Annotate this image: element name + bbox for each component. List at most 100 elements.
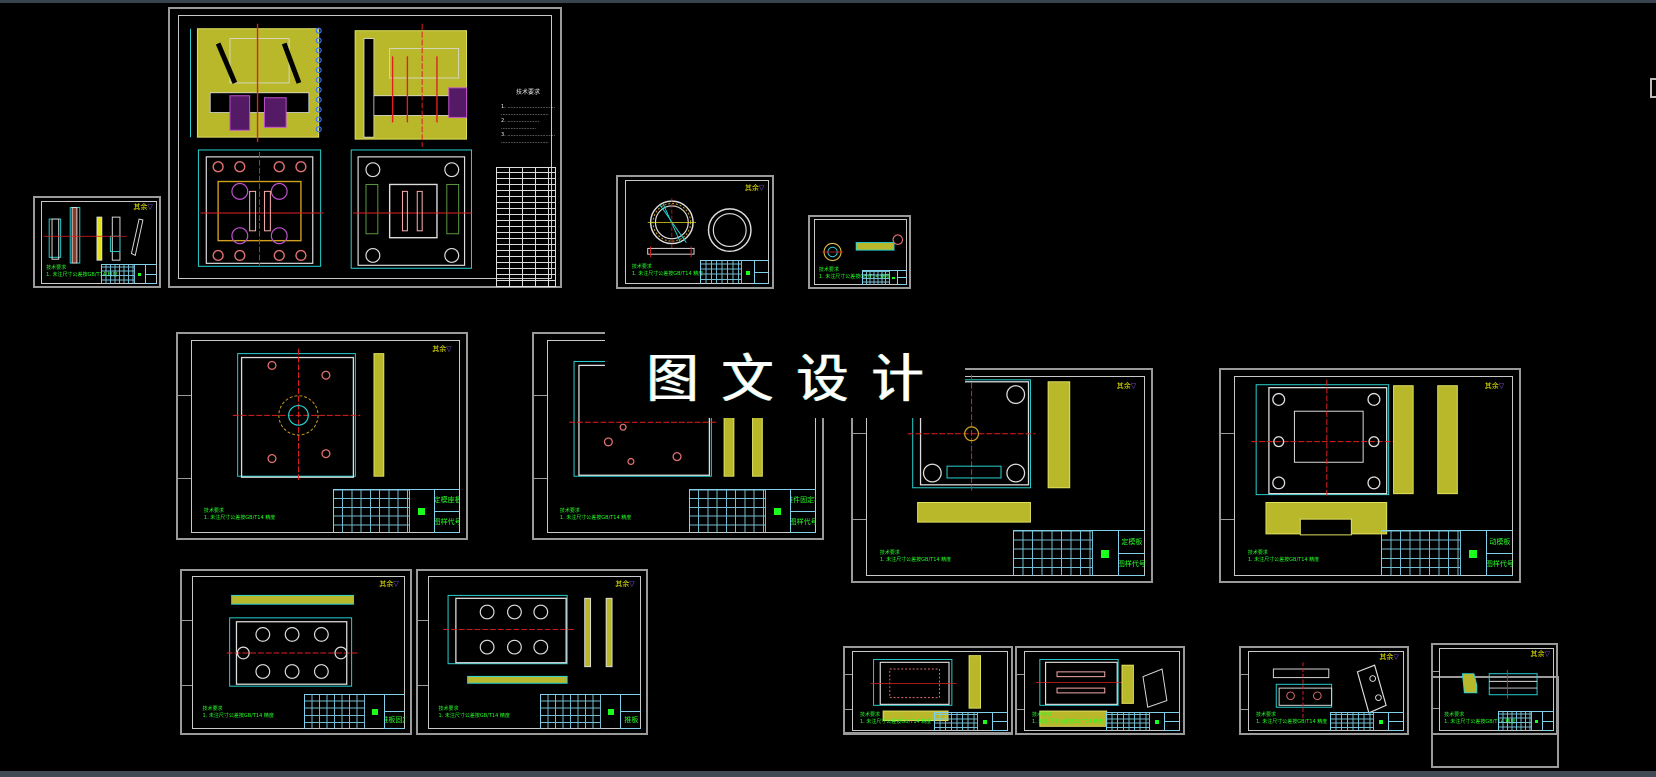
roughness-icon: ▽ (446, 345, 452, 354)
roughness-symbol: 其余▽ (745, 183, 764, 193)
tech-requirements-title: 技术要求 (516, 89, 541, 96)
sheet-inner-border (1248, 650, 1404, 731)
title-block-cell (1374, 713, 1390, 731)
tech-line: .............................. (501, 111, 549, 117)
tech-line: 2. .................... (501, 118, 540, 124)
roughness-label: 其余 (615, 580, 630, 589)
notes-line: 1. 未注尺寸公差按GB/T14 精度 (1444, 718, 1516, 725)
title-block-cell (890, 270, 899, 286)
drawing-code (1165, 722, 1180, 731)
tech-line: 3. .............................. (501, 132, 556, 138)
title-block-labels: 推板固定 (385, 695, 406, 729)
notes-line: 1. 未注尺寸公差按GB/T14 精度 (203, 514, 276, 521)
binding-margin (1221, 433, 1235, 520)
roughness-symbol: 其余▽ (1530, 649, 1549, 659)
title-block (100, 264, 157, 284)
notes-title: 技术要求 (818, 267, 839, 274)
roughness-icon: ▽ (758, 183, 765, 192)
title-block-labels (755, 261, 769, 285)
drawing-name (621, 695, 642, 712)
small-block-graphics (1461, 669, 1538, 699)
slider-parts-graphics (43, 207, 144, 264)
notes-title: 技术要求 (438, 706, 459, 713)
roughness-label: 其余 (379, 580, 394, 589)
sheet-inner-border (190, 340, 461, 533)
plate-c-graphics (907, 374, 1071, 523)
sheet-inner-border (814, 219, 908, 286)
title-mark (1535, 719, 1539, 724)
drawing-code (755, 273, 769, 285)
roughness-label: 其余 (1116, 381, 1131, 390)
sheet-inner-border (1024, 650, 1180, 731)
title-mark (1155, 720, 1160, 724)
cad-drawing-canvas[interactable]: 技术要求 1. .............................. .… (0, 3, 1656, 771)
drawing-code (898, 278, 908, 286)
roughness-symbol: 其余▽ (1117, 381, 1136, 391)
drawing-code (1542, 722, 1554, 731)
drawing-name (993, 713, 1008, 722)
drawing-name (898, 271, 908, 278)
title-block-grid (701, 261, 742, 285)
sheet-inner-border (852, 650, 1008, 731)
notes-title: 技术要求 (1031, 712, 1052, 719)
title-block-cell (365, 694, 386, 729)
small-part-graphics (822, 234, 904, 262)
title-block-grid (101, 265, 135, 284)
binding-margin (178, 395, 191, 479)
window-bottom-border (0, 771, 1656, 777)
notes-line: 1. 未注尺寸公差按GB/T14 精度 (1031, 719, 1104, 726)
title-mark (1379, 720, 1384, 724)
notes-line: 1. 未注尺寸公差按GB/T14 精度 (1247, 557, 1320, 564)
ring-part-graphics (647, 198, 752, 258)
title-block-labels: 推件固定板图样代号 (790, 490, 817, 533)
sheet-assembly-drawing[interactable]: 技术要求 1. .............................. .… (168, 7, 562, 288)
title-block-grid (934, 713, 979, 731)
plate-f-graphics (443, 594, 613, 684)
title-mark (983, 720, 988, 724)
title-block (933, 712, 1008, 731)
binding-margin (1433, 671, 1439, 709)
title-block-cell (1093, 531, 1119, 576)
sheet-inner-border (1234, 376, 1514, 576)
roughness-icon: ▽ (393, 580, 399, 589)
title-block-grid (1499, 712, 1532, 731)
drawing-name (1165, 713, 1180, 722)
watermark-char: 设 (796, 350, 849, 410)
title-block-labels (1165, 713, 1180, 731)
title-block-cell (1461, 531, 1487, 576)
roughness-label: 其余 (1379, 653, 1394, 662)
window-top-border (0, 0, 1656, 3)
assembly-drawing-graphics (190, 23, 472, 269)
binding-margin (853, 433, 867, 520)
title-block-labels: 推板 (621, 695, 642, 729)
title-block-cell (742, 261, 756, 285)
title-block: 推件固定板图样代号 (688, 489, 817, 533)
title-block: 定模座板图样代号 (332, 489, 461, 533)
notes-line: 1. 未注尺寸公差按GB/T14 精度 (559, 514, 632, 521)
roughness-symbol: 其余▽ (1485, 381, 1504, 391)
crosshair-cursor-icon (1650, 78, 1656, 98)
notes-line: 1. 未注尺寸公差按GB/T14 精度 (859, 719, 932, 726)
title-mark (608, 708, 614, 715)
title-block-grid (541, 694, 602, 729)
drawing-name: 动模板 (1486, 531, 1514, 554)
title-mark (138, 272, 142, 277)
notes-line: 1. 未注尺寸公差按GB/T14 精度 (1255, 719, 1328, 726)
roughness-icon: ▽ (1498, 381, 1505, 390)
notes-line: 1. 未注尺寸公差按GB/T14 精度 (202, 713, 274, 720)
title-block-grid (1013, 531, 1093, 576)
